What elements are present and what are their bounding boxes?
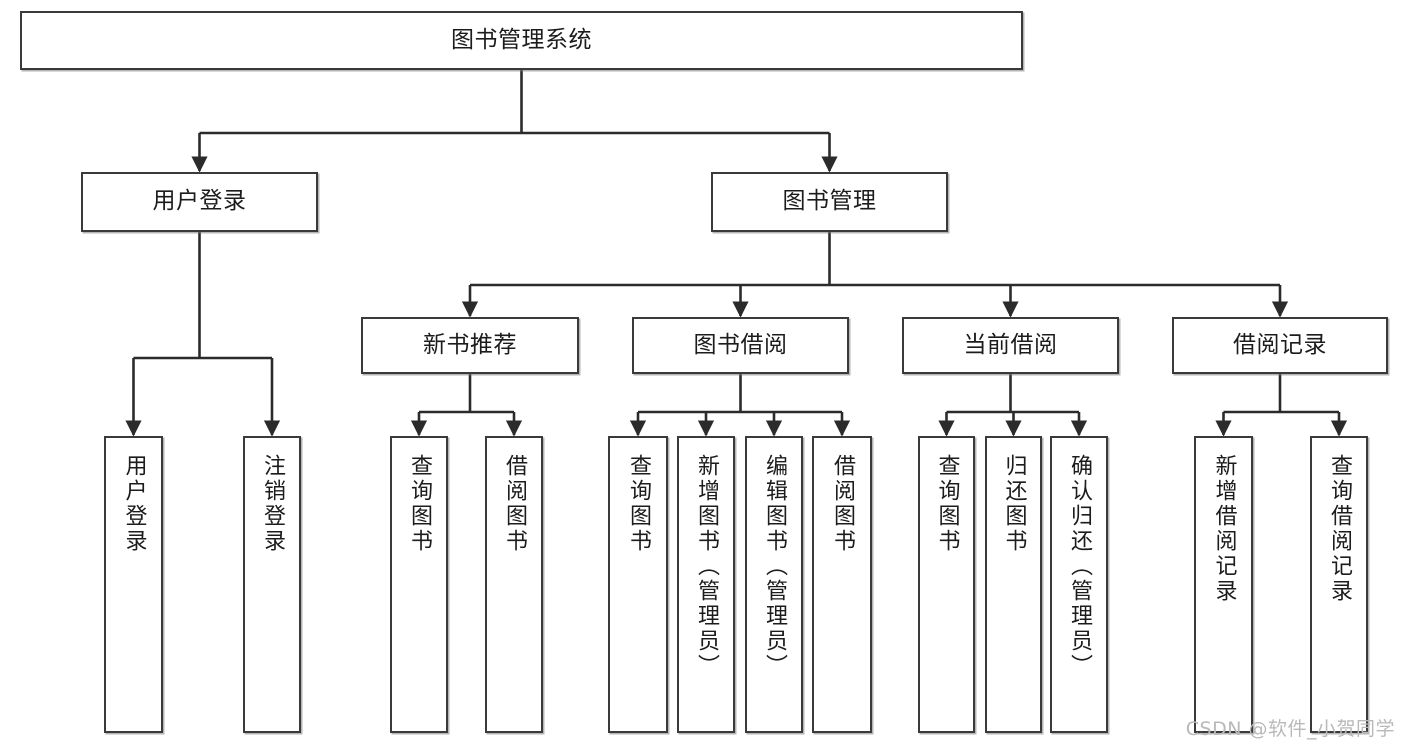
node-label: 图书管理系统 <box>451 26 592 53</box>
node-label: 新书推荐 <box>423 331 517 358</box>
node-leaf-user-login[interactable]: 用户登录 <box>104 436 163 733</box>
node-root[interactable]: 图书管理系统 <box>20 11 1023 70</box>
node-label: 用户登录 <box>152 188 247 215</box>
node-label: 查询借阅记录 <box>1327 454 1352 604</box>
node-label: 当前借阅 <box>963 331 1058 358</box>
node-leaf-query-book-1[interactable]: 查询图书 <box>390 436 448 733</box>
node-label: 注销登录 <box>260 454 285 554</box>
node-leaf-borrow-book-1[interactable]: 借阅图书 <box>485 436 543 733</box>
node-leaf-query-record[interactable]: 查询借阅记录 <box>1310 436 1368 733</box>
node-leaf-confirm-return[interactable]: 确认归还（管理员） <box>1050 436 1108 733</box>
node-label: 查询图书 <box>626 454 651 554</box>
node-l2-user-login[interactable]: 用户登录 <box>81 172 318 232</box>
node-label: 编辑图书（管理员） <box>762 454 787 679</box>
node-l3-current-borrow[interactable]: 当前借阅 <box>902 317 1119 374</box>
node-label: 查询图书 <box>934 454 960 554</box>
node-label: 借阅图书 <box>502 454 527 554</box>
node-label: 用户登录 <box>121 454 147 554</box>
node-l2-book-mgmt[interactable]: 图书管理 <box>711 172 948 232</box>
node-leaf-query-book-2[interactable]: 查询图书 <box>608 436 668 733</box>
node-leaf-add-record[interactable]: 新增借阅记录 <box>1194 436 1253 733</box>
node-leaf-query-book-3[interactable]: 查询图书 <box>918 436 975 733</box>
node-label: 归还图书 <box>1001 454 1027 554</box>
node-leaf-logout[interactable]: 注销登录 <box>243 436 301 733</box>
node-label: 图书借阅 <box>693 331 788 358</box>
node-leaf-add-book[interactable]: 新增图书（管理员） <box>677 436 735 733</box>
node-label: 借阅记录 <box>1233 331 1327 358</box>
node-label: 新增借阅记录 <box>1211 454 1237 604</box>
watermark-text: CSDN @软件_小贺同学 <box>1185 718 1395 740</box>
node-l3-new-book-rec[interactable]: 新书推荐 <box>361 317 579 374</box>
node-label: 图书管理 <box>782 188 877 215</box>
node-label: 确认归还（管理员） <box>1067 454 1092 679</box>
node-leaf-return-book[interactable]: 归还图书 <box>985 436 1042 733</box>
node-label: 查询图书 <box>407 454 432 554</box>
node-label: 借阅图书 <box>830 454 855 554</box>
node-leaf-edit-book[interactable]: 编辑图书（管理员） <box>745 436 803 733</box>
node-l3-book-borrow[interactable]: 图书借阅 <box>632 317 849 374</box>
node-l3-borrow-record[interactable]: 借阅记录 <box>1172 317 1388 374</box>
node-leaf-borrow-book-2[interactable]: 借阅图书 <box>812 436 872 733</box>
node-label: 新增图书（管理员） <box>694 454 719 679</box>
